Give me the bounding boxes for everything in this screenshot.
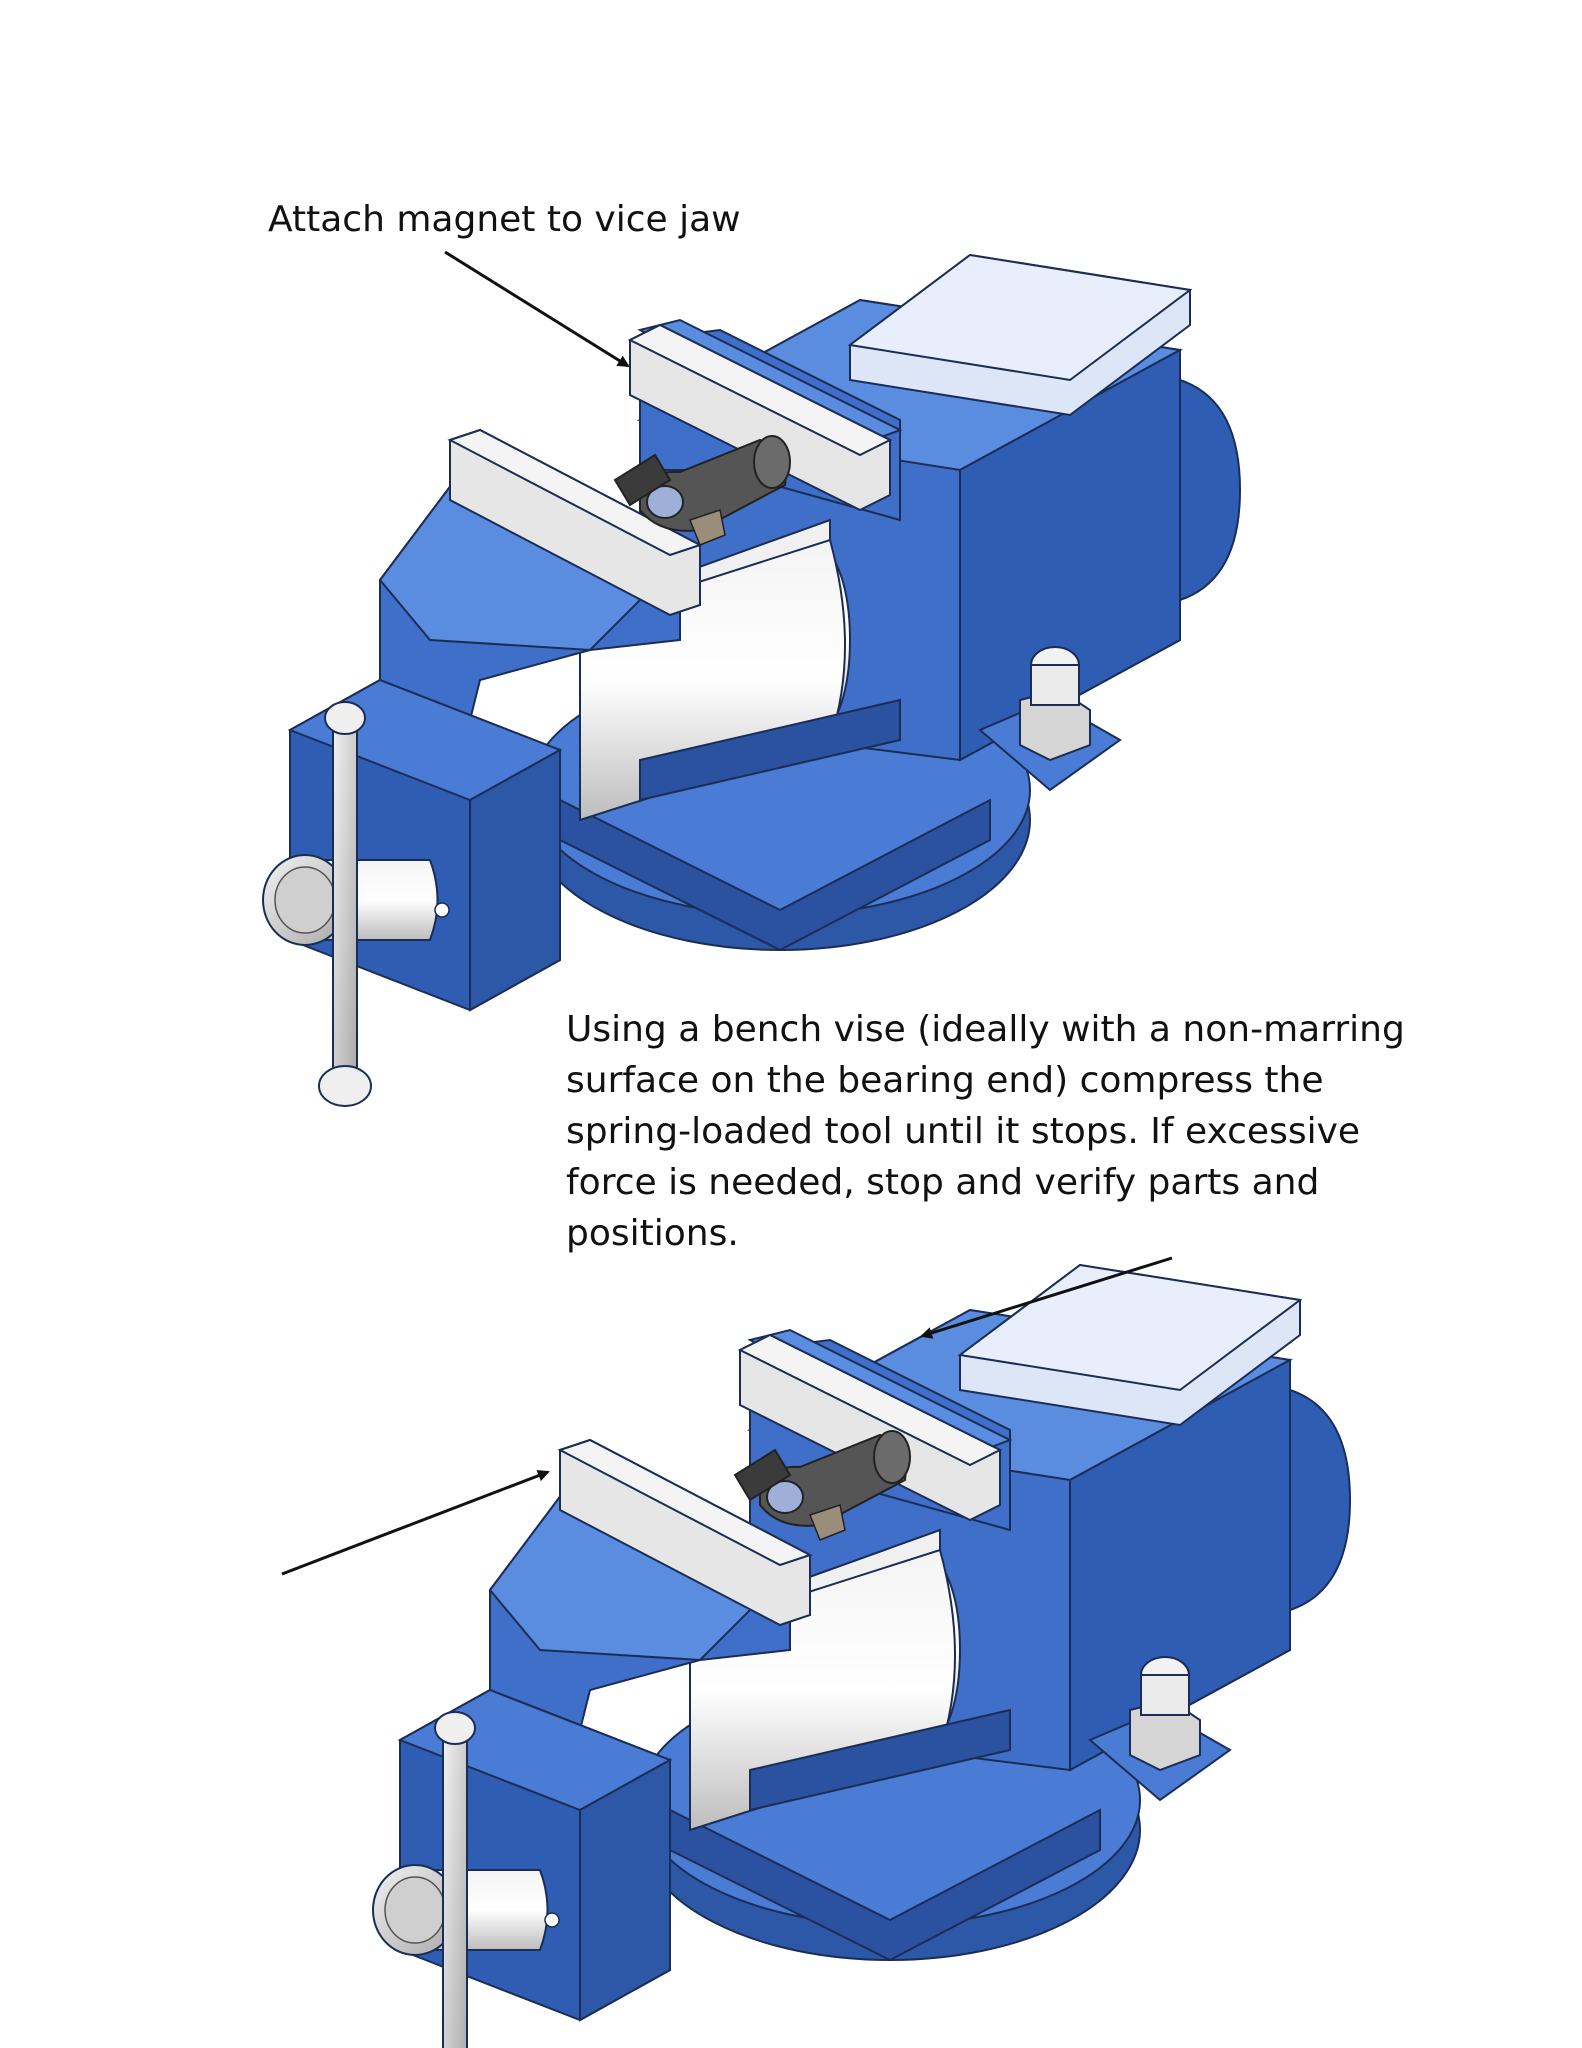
arrow-compress-right (920, 1256, 1173, 1339)
instruction-caption-attach-magnet: Attach magnet to vice jaw (268, 199, 741, 240)
arrow-compress-left (281, 1469, 550, 1576)
instruction-caption-compress-tool: Using a bench vise (ideally with a non-m… (566, 1009, 1405, 1254)
arrow-to-jaw (444, 250, 630, 368)
vise-illustration-top (262, 254, 1241, 1107)
vise-illustration-bottom (372, 1264, 1351, 2048)
